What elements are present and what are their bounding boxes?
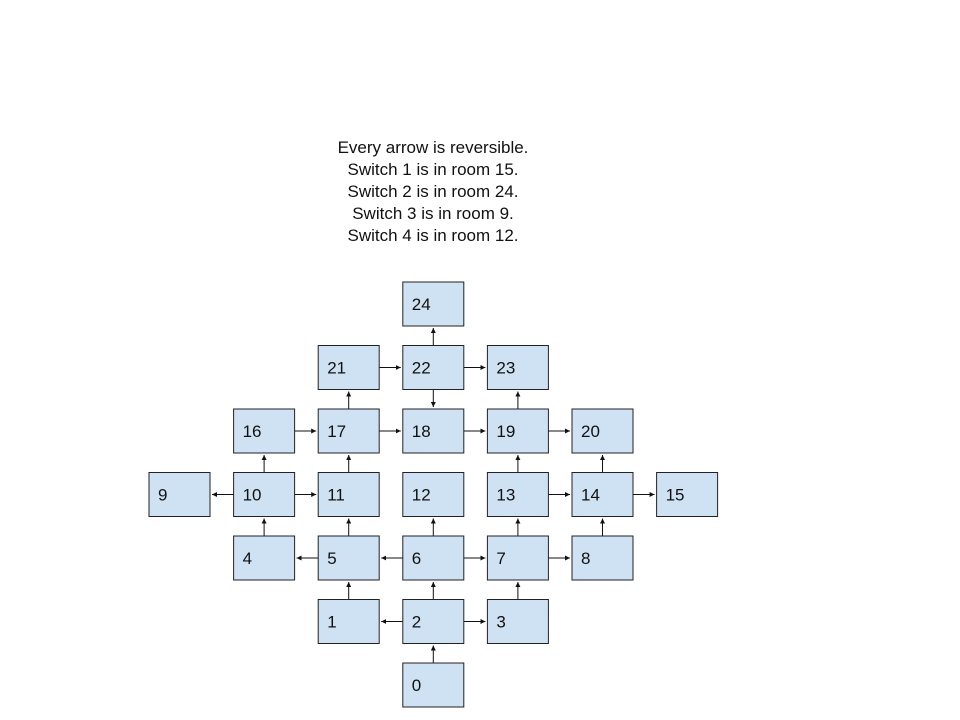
note-line: Switch 4 is in room 12. — [347, 226, 519, 245]
room-box — [317, 345, 380, 390]
room-label: 23 — [496, 359, 515, 378]
room-15: 15 — [656, 472, 719, 517]
instructions-text: Every arrow is reversible. Switch 1 is i… — [233, 137, 633, 247]
room-11: 11 — [317, 472, 380, 517]
room-box — [571, 408, 634, 454]
room-label: 24 — [412, 295, 431, 314]
room-box — [486, 345, 549, 390]
room-box — [571, 472, 634, 517]
room-label: 6 — [412, 549, 421, 568]
room-9: 9 — [148, 472, 211, 517]
room-5: 5 — [317, 535, 380, 581]
room-10: 10 — [233, 472, 296, 517]
room-box — [402, 472, 465, 517]
room-box — [402, 281, 465, 327]
room-label: 17 — [327, 422, 346, 441]
room-14: 14 — [571, 472, 634, 517]
note-line: Switch 3 is in room 9. — [352, 204, 514, 223]
room-23: 23 — [486, 345, 549, 390]
room-label: 1 — [327, 613, 336, 632]
room-box — [402, 662, 465, 708]
room-label: 18 — [412, 422, 431, 441]
room-box — [317, 535, 380, 581]
room-16: 16 — [233, 408, 296, 454]
room-label: 2 — [412, 613, 421, 632]
room-label: 11 — [327, 486, 345, 505]
room-label: 3 — [496, 613, 505, 632]
room-box — [486, 408, 549, 454]
room-box — [317, 472, 380, 517]
room-4: 4 — [233, 535, 296, 581]
room-17: 17 — [317, 408, 380, 454]
room-label: 21 — [327, 359, 346, 378]
room-7: 7 — [486, 535, 549, 581]
room-label: 8 — [581, 549, 590, 568]
room-label: 5 — [327, 549, 336, 568]
room-label: 12 — [412, 486, 431, 505]
room-box — [402, 535, 465, 581]
room-box — [571, 535, 634, 581]
room-box — [486, 535, 549, 581]
room-box — [656, 472, 719, 517]
room-box — [486, 472, 549, 517]
room-19: 19 — [486, 408, 549, 454]
room-18: 18 — [402, 408, 465, 454]
room-label: 19 — [496, 422, 515, 441]
room-box — [402, 408, 465, 454]
note-line: Switch 2 is in room 24. — [347, 182, 519, 201]
room-box — [148, 472, 211, 517]
arrows-layer — [212, 328, 655, 663]
room-12: 12 — [402, 472, 465, 517]
room-box — [402, 599, 465, 644]
room-box — [317, 599, 380, 644]
room-24: 24 — [402, 281, 465, 327]
room-label: 15 — [666, 486, 685, 505]
note-line: Switch 1 is in room 15. — [347, 160, 519, 179]
room-label: 0 — [412, 676, 421, 695]
room-2: 2 — [402, 599, 465, 644]
room-box — [317, 408, 380, 454]
room-label: 7 — [496, 549, 505, 568]
room-label: 22 — [412, 359, 431, 378]
room-label: 10 — [243, 486, 262, 505]
room-box — [233, 472, 296, 517]
room-box — [402, 345, 465, 390]
room-13: 13 — [486, 472, 549, 517]
room-6: 6 — [402, 535, 465, 581]
room-22: 22 — [402, 345, 465, 390]
room-label: 20 — [581, 422, 600, 441]
room-label: 13 — [496, 486, 515, 505]
note-line: Every arrow is reversible. — [337, 138, 529, 157]
room-3: 3 — [486, 599, 549, 644]
room-label: 4 — [243, 549, 252, 568]
room-box — [233, 408, 296, 454]
room-21: 21 — [317, 345, 380, 390]
room-box — [486, 599, 549, 644]
room-box — [233, 535, 296, 581]
room-label: 16 — [243, 422, 262, 441]
room-label: 14 — [581, 486, 600, 505]
room-0: 0 — [402, 662, 465, 708]
room-label: 9 — [158, 486, 167, 505]
room-20: 20 — [571, 408, 634, 454]
room-8: 8 — [571, 535, 634, 581]
room-1: 1 — [317, 599, 380, 644]
